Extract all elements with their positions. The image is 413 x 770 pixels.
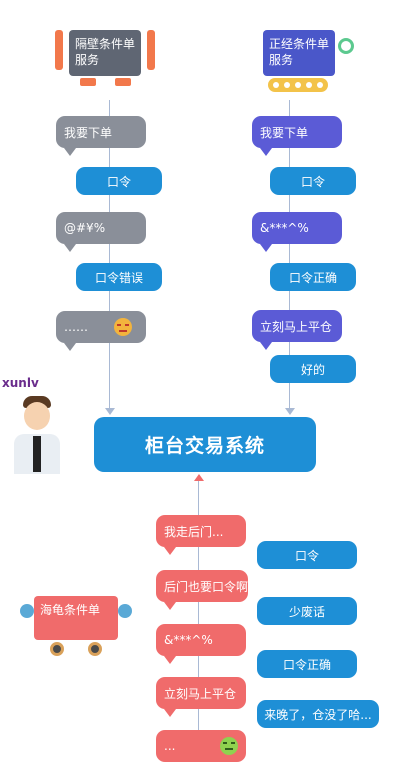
right-reply-ok-text: 好的 — [300, 362, 325, 377]
left-msg-wrong-code: @#¥% — [56, 212, 146, 244]
bottom-msg-code-tail — [164, 656, 176, 664]
right-reply-password-text: 口令 — [300, 174, 325, 189]
right-msg-close-position: 立刻马上平仓 — [252, 310, 342, 342]
left-msg-order-text: 我要下单 — [64, 125, 113, 140]
left-reply-error: 口令错误 — [76, 263, 162, 291]
tread-icon — [268, 78, 328, 92]
right-connector-line — [289, 100, 290, 412]
bottom-msg-need-password-text: 后门也要口令啊 — [164, 579, 249, 594]
left-robot-text: 隔壁条件单服务 — [75, 37, 136, 67]
right-arrowhead-icon — [285, 408, 295, 415]
right-msg-code: &***^% — [252, 212, 342, 244]
bottom-msg-silence-text: ... — [164, 739, 176, 753]
bottom-msg-backdoor-text: 我走后门... — [164, 524, 224, 539]
bottom-msg-need-password-tail — [164, 602, 176, 610]
bottom-msg-close-position: 立刻马上平仓 — [156, 677, 246, 709]
right-msg-code-text: &***^% — [260, 221, 309, 235]
bottom-reply-password: 口令 — [257, 541, 357, 569]
right-msg-order: 我要下单 — [252, 116, 342, 148]
left-msg-silence-tail — [64, 343, 76, 351]
bottom-robot-text: 海龟条件单 — [40, 603, 101, 617]
left-msg-silence-text: …… — [64, 320, 88, 334]
right-robot-icon: 正经条件单服务 — [258, 22, 358, 94]
person-avatar-icon — [14, 396, 60, 474]
watermark-label: xunlv — [2, 376, 39, 390]
right-msg-order-text: 我要下单 — [260, 125, 309, 140]
sick-face-icon — [220, 737, 238, 755]
left-msg-wrong-code-text: @#¥% — [64, 221, 106, 235]
left-robot-label: 隔壁条件单服务 — [69, 30, 141, 76]
left-msg-order-tail — [64, 148, 76, 156]
bottom-reply-password-text: 口令 — [294, 548, 319, 563]
trading-system-box: 柜台交易系统 — [94, 417, 316, 472]
bottom-reply-correct-text: 口令正确 — [282, 657, 331, 672]
left-msg-silence: …… — [56, 311, 146, 343]
bottom-msg-code-text: &***^% — [164, 633, 213, 647]
bottom-msg-backdoor-tail — [164, 547, 176, 555]
right-reply-correct-text: 口令正确 — [288, 270, 337, 285]
bottom-msg-need-password: 后门也要口令啊 — [156, 570, 248, 602]
bottom-robot-icon: 海龟条件单 — [20, 594, 132, 666]
right-msg-code-tail — [260, 244, 272, 252]
right-robot-text: 正经条件单服务 — [269, 37, 330, 67]
bottom-msg-close-position-tail — [164, 709, 176, 717]
bottom-reply-correct: 口令正确 — [257, 650, 357, 678]
left-msg-wrong-code-tail — [64, 244, 76, 252]
bottom-reply-nonsense: 少废话 — [257, 597, 357, 625]
right-msg-order-tail — [260, 148, 272, 156]
bottom-reply-too-late-text: 来晚了，仓没了哈... — [264, 707, 372, 722]
bottom-msg-close-position-text: 立刻马上平仓 — [164, 686, 237, 701]
left-robot-icon: 隔壁条件单服务 — [55, 22, 155, 86]
bottom-msg-code: &***^% — [156, 624, 246, 656]
watermark-text: xunlv — [2, 376, 39, 390]
left-reply-password-text: 口令 — [106, 174, 131, 189]
right-msg-close-position-text: 立刻马上平仓 — [260, 319, 333, 334]
left-reply-password: 口令 — [76, 167, 162, 195]
trading-system-title: 柜台交易系统 — [144, 435, 265, 457]
left-connector-line — [109, 100, 110, 412]
right-reply-correct: 口令正确 — [270, 263, 356, 291]
right-reply-ok: 好的 — [270, 355, 356, 383]
right-robot-label: 正经条件单服务 — [263, 30, 335, 76]
left-arrowhead-icon — [105, 408, 115, 415]
right-msg-close-position-tail — [260, 342, 272, 350]
left-reply-error-text: 口令错误 — [94, 270, 143, 285]
bottom-reply-too-late: 来晚了，仓没了哈... — [257, 700, 379, 728]
bottom-arrowhead-icon — [194, 474, 204, 481]
angry-face-icon — [114, 318, 132, 336]
bottom-msg-backdoor: 我走后门... — [156, 515, 246, 547]
bottom-reply-nonsense-text: 少废话 — [288, 604, 325, 619]
gear-icon — [338, 38, 354, 54]
right-reply-password: 口令 — [270, 167, 356, 195]
bottom-robot-label: 海龟条件单 — [34, 596, 118, 640]
left-msg-order: 我要下单 — [56, 116, 146, 148]
bottom-connector-line — [198, 480, 199, 760]
